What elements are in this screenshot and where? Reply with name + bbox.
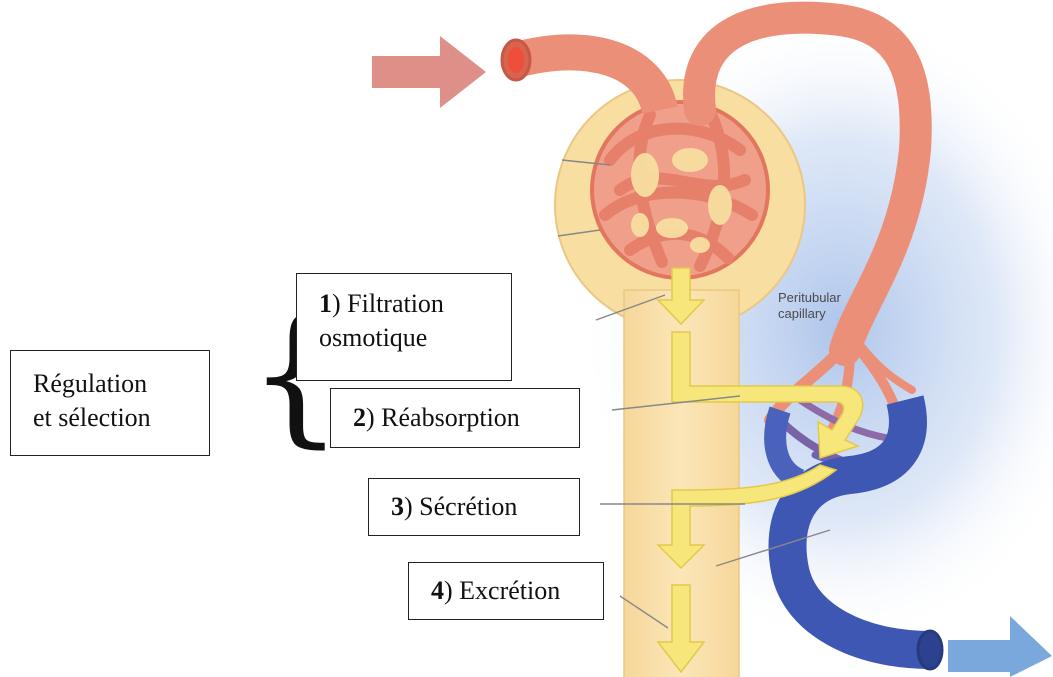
step-1-text: ) Filtration [332, 289, 444, 318]
step-excretion-box: 4) Excrétion [408, 562, 604, 620]
step-2-text: ) Réabsorption [366, 403, 520, 432]
regulation-label-line1: Régulation [33, 367, 209, 401]
step-4-text: ) Excrétion [444, 576, 560, 605]
outflow-arrow-icon [948, 616, 1052, 677]
step-3-number: 3 [391, 492, 404, 521]
inflow-arrow-icon [372, 36, 486, 108]
step-reabsorption-box: 2) Réabsorption [330, 388, 580, 448]
peritubular-label-line1: Peritubular [778, 290, 842, 305]
step-2-number: 2 [353, 403, 366, 432]
step-secretion-box: 3) Sécrétion [368, 478, 580, 536]
step-4-number: 4 [431, 576, 444, 605]
step-3-text: ) Sécrétion [404, 492, 517, 521]
step-1-text-line2: osmotique [319, 321, 511, 355]
step-1-number: 1 [319, 289, 332, 318]
vein-opening [918, 631, 942, 669]
afferent-arteriole [516, 52, 660, 110]
step-filtration-box: 1) Filtration osmotique [296, 273, 512, 381]
regulation-label-line2: et sélection [33, 401, 209, 435]
glomerulus [592, 102, 768, 278]
peritubular-label-line2: capillary [778, 306, 826, 321]
regulation-selection-box: Régulation et sélection [10, 350, 210, 456]
